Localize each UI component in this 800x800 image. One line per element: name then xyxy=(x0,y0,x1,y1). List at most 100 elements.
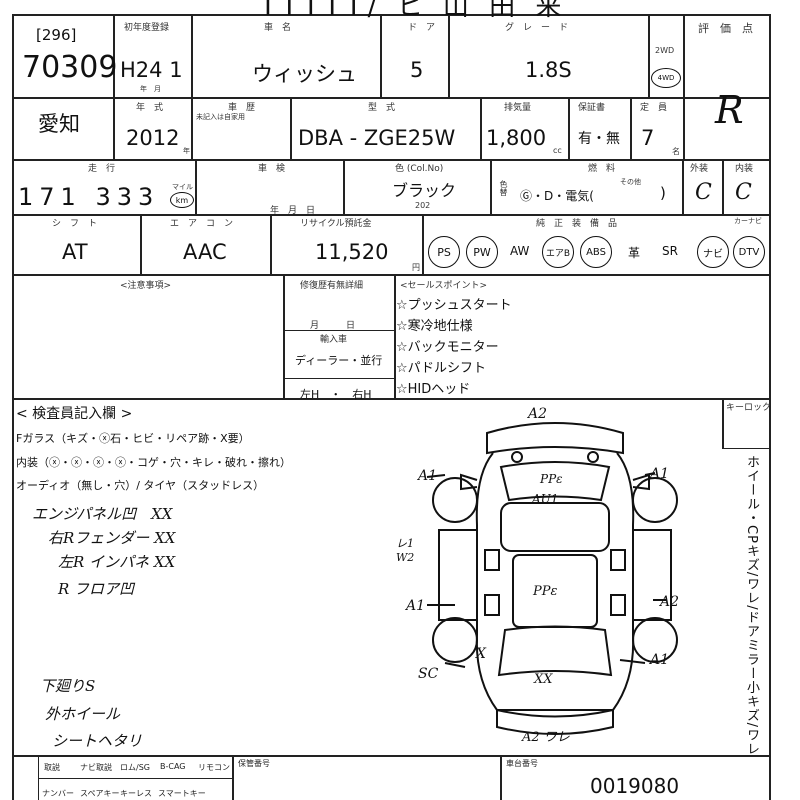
damage-mark: PPε xyxy=(533,584,558,599)
equip-dtv: DTV xyxy=(733,236,765,268)
capacity-label: 定 員 xyxy=(640,103,668,113)
damage-mark: PPε xyxy=(540,472,563,486)
steering-value: 左H ・ 右H xyxy=(300,388,372,401)
damage-mark: A2 ワレ xyxy=(522,730,570,745)
footer-label: B-CAG xyxy=(160,762,186,771)
equip-aw: AW xyxy=(510,244,530,258)
footer-label: スペアキー xyxy=(80,789,120,798)
check-windshield: Fガラス（キズ・ⓧ石・ヒビ・リペア跡・X要） xyxy=(16,432,250,445)
vline xyxy=(343,159,345,215)
damage-mark: A1 xyxy=(650,652,670,668)
aircon-value: AAC xyxy=(183,240,227,264)
vline xyxy=(232,755,234,800)
vline xyxy=(500,755,502,800)
displacement-value: 1,800 xyxy=(486,126,547,150)
capacity-unit: 名 xyxy=(672,147,680,156)
side-notes: ホイール・CPキズ/ワレ/ドアミラー小キズ/ワレ xyxy=(744,455,759,757)
equip-pw: PW xyxy=(466,236,498,268)
shift-label: シ フ ト xyxy=(52,219,98,229)
mileage-label: 走 行 xyxy=(88,164,116,174)
color-no: 202 xyxy=(415,201,431,210)
row-line-6 xyxy=(12,755,770,757)
lot-number: 70309 xyxy=(22,50,118,85)
category-label: 車 歴 xyxy=(228,103,256,113)
import-label: 輸入車 xyxy=(320,335,348,345)
handwritten-note: 下廻りS xyxy=(40,677,96,695)
equip-abs: ABS xyxy=(580,236,612,268)
hline xyxy=(283,378,395,379)
vline xyxy=(191,14,193,98)
warranty-label: 保証書 xyxy=(578,103,606,113)
damage-mark: A2 xyxy=(660,594,680,610)
vline xyxy=(270,214,272,275)
sales-point: ☆バックモニター xyxy=(396,340,499,355)
exterior-value: C xyxy=(695,180,712,205)
year-unit: 年 xyxy=(183,147,190,155)
aircon-label: エ ア コ ン xyxy=(170,219,234,229)
vline xyxy=(195,159,197,215)
row-line-4 xyxy=(12,274,770,276)
vline xyxy=(722,398,724,448)
damage-mark: A2 xyxy=(528,406,548,422)
fuel-value: Ⓖ・D・電気( xyxy=(520,189,594,203)
warranty-value: 有・無 xyxy=(578,131,620,147)
form-title: TTTTT/ ヒ 山 田 来 xyxy=(260,0,568,22)
vline xyxy=(480,97,482,160)
vline xyxy=(380,14,382,98)
inspector-title: < 検査員記入欄 > xyxy=(16,406,133,422)
check-audio-tire: オーディオ（無し・穴）/ タイヤ（スタッドレス） xyxy=(16,479,265,492)
month-day-label: 月 日 xyxy=(310,321,356,331)
frame-right xyxy=(769,14,771,800)
first-reg-value: H24 1 xyxy=(120,58,183,82)
equip-airbag: エアB xyxy=(542,236,574,268)
handwritten-note: 左R インパネ XX xyxy=(58,553,176,571)
sales-point: ☆寒冷地仕様 xyxy=(396,319,473,334)
damage-mark: X xyxy=(476,646,486,662)
handwritten-note: R フロア凹 xyxy=(58,580,135,598)
caution-label: <注意事項> xyxy=(120,281,172,291)
footer-label: スマートキー xyxy=(158,789,206,798)
category-note: 未記入は自家用 xyxy=(196,113,245,121)
inspection-label: 車 検 xyxy=(258,164,286,174)
key-label: カーナビ xyxy=(734,217,762,225)
check-interior: 内装（ⓧ・ⓧ・ⓧ・ⓧ・コゲ・穴・キレ・破れ・擦れ） xyxy=(16,456,291,469)
accident-label: 修復歴有無詳細 xyxy=(300,281,364,291)
mileage-unit: km xyxy=(175,195,189,205)
region-value: 愛知 xyxy=(38,112,80,136)
year-label: 年 式 xyxy=(136,103,164,113)
first-reg-units: 年 月 xyxy=(140,85,161,93)
vline xyxy=(448,14,450,98)
four-wd-label: 4WD xyxy=(657,74,675,82)
fuel-label: 燃 料 xyxy=(588,164,616,174)
row-line-2 xyxy=(12,159,770,161)
handwritten-note: 右Rフェンダー XX xyxy=(48,529,176,547)
vline xyxy=(648,14,650,98)
damage-mark: A1 xyxy=(418,468,438,484)
lot-label: [296] xyxy=(36,26,77,44)
color-label: 色 (Col.No) xyxy=(395,164,444,174)
shift-value: AT xyxy=(62,240,88,264)
vline xyxy=(422,214,424,275)
damage-mark: A1 xyxy=(406,598,426,614)
damage-mark: AU1 xyxy=(532,492,559,506)
first-reg-label: 初年度登録 xyxy=(124,23,170,33)
doors-value: 5 xyxy=(410,58,424,82)
doors-label: ド ア xyxy=(408,23,436,33)
frame-left xyxy=(12,14,14,800)
grade-value: 1.8S xyxy=(525,58,572,82)
recycle-value: 11,520 xyxy=(315,240,389,264)
damage-mark: レ1 W2 xyxy=(396,537,415,564)
vline xyxy=(490,159,492,215)
grade-label: グ レ ー ド xyxy=(505,23,569,33)
handwritten-note: シートヘタリ xyxy=(52,732,143,750)
reg-label: 保管番号 xyxy=(238,759,270,768)
model-label: 型 式 xyxy=(368,103,396,113)
four-wd-badge: 4WD xyxy=(651,68,681,88)
vline xyxy=(113,97,115,160)
key-lock-label: キーロック xyxy=(726,403,772,413)
vline xyxy=(683,14,685,160)
sales-point: ☆HIDヘッド xyxy=(396,382,471,397)
vline xyxy=(568,97,570,160)
row-line-1 xyxy=(12,97,770,99)
equipment-label: 純 正 装 備 品 xyxy=(536,219,618,229)
